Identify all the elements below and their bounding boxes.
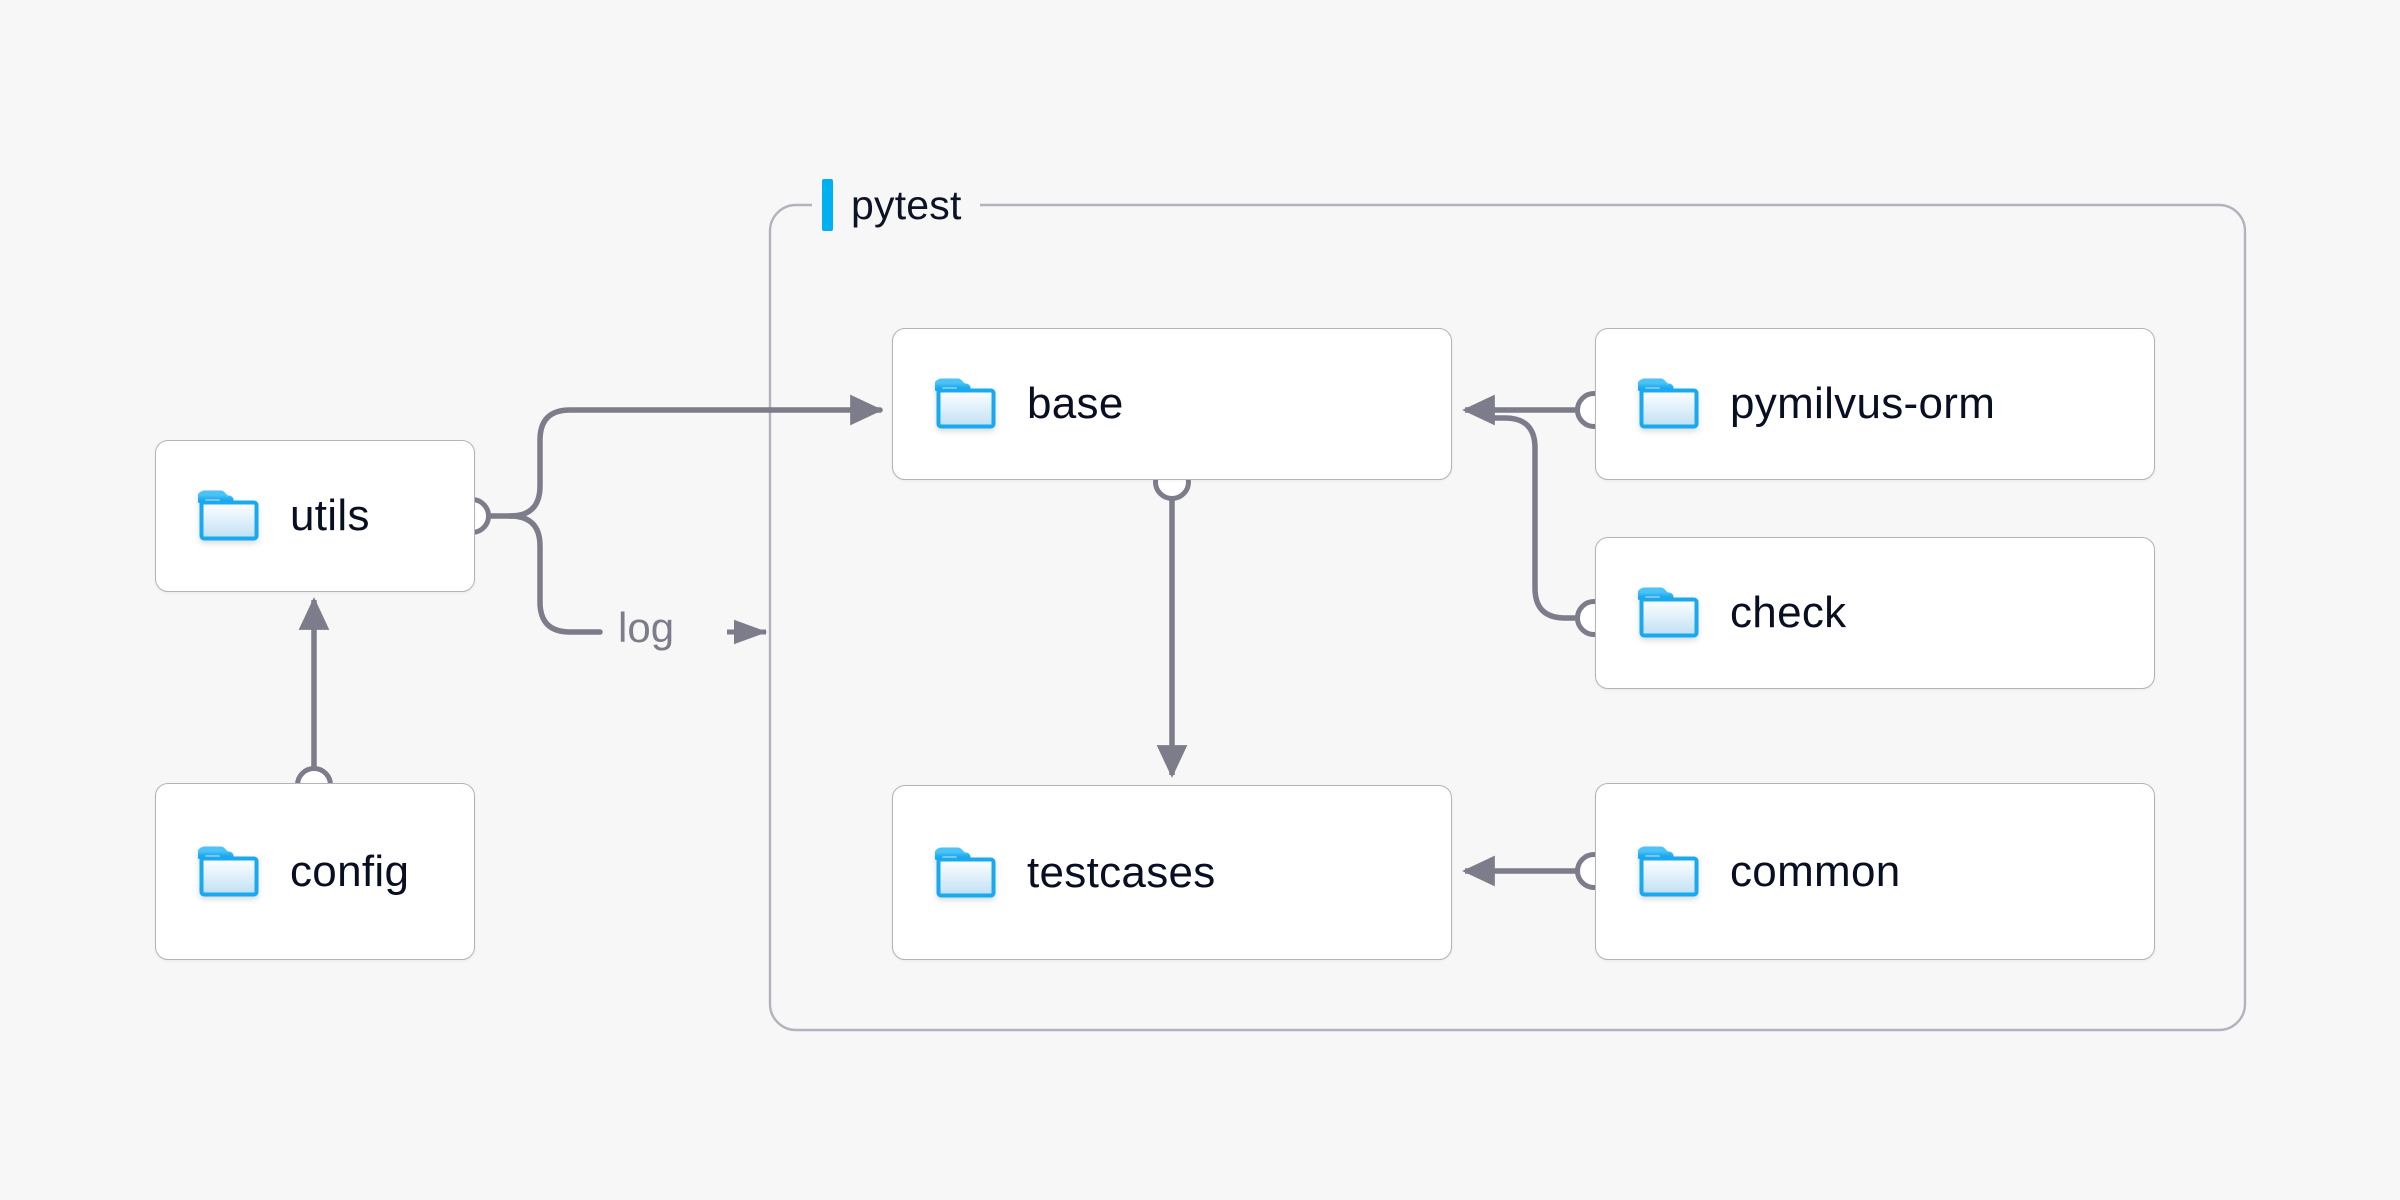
- node-label: check: [1730, 588, 1847, 637]
- pytest-group-border: [768, 203, 2247, 1032]
- folder-icon: [935, 847, 996, 897]
- group-accent-bar: [822, 179, 833, 231]
- node-label: common: [1730, 846, 1901, 896]
- edge-check-to-base: [1492, 415, 1581, 621]
- node-utils[interactable]: utils: [155, 440, 475, 592]
- node-label: base: [1027, 379, 1124, 428]
- node-pymilvus-orm[interactable]: pymilvus-orm: [1595, 328, 2155, 480]
- folder-icon: [198, 846, 259, 896]
- node-label: config: [290, 846, 410, 896]
- node-common[interactable]: common: [1595, 783, 2155, 960]
- folder-icon: [1638, 846, 1699, 896]
- node-check[interactable]: check: [1595, 537, 2155, 689]
- group-title-text: pytest: [851, 181, 962, 228]
- pytest-group-label: pytest: [812, 179, 980, 231]
- node-label: testcases: [1027, 847, 1216, 897]
- edge-utils-to-log: [507, 513, 603, 635]
- node-testcases[interactable]: testcases: [892, 785, 1452, 960]
- folder-icon: [198, 490, 259, 541]
- folder-icon: [1638, 378, 1699, 429]
- edge-label-log: log: [612, 604, 681, 652]
- node-base[interactable]: base: [892, 328, 1452, 480]
- node-label: pymilvus-orm: [1730, 379, 1996, 428]
- edge-utils-to-base: [507, 394, 883, 519]
- folder-icon: [1638, 587, 1699, 638]
- node-label: utils: [290, 491, 370, 540]
- folder-icon: [935, 378, 996, 429]
- node-config[interactable]: config: [155, 783, 475, 960]
